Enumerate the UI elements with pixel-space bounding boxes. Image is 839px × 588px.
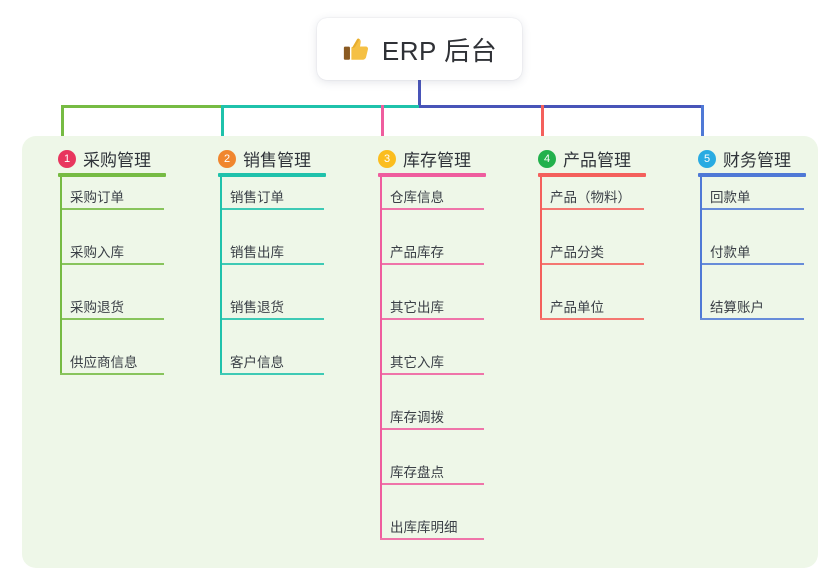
child-rule	[380, 428, 484, 430]
column-title-2: 销售管理	[243, 151, 311, 170]
child-rule	[220, 373, 324, 375]
child-rule	[60, 318, 164, 320]
child-rule	[380, 373, 484, 375]
child-item[interactable]: 客户信息	[230, 355, 284, 370]
child-rule	[60, 208, 164, 210]
column-badge-4: 4	[538, 149, 556, 168]
child-rule	[540, 208, 644, 210]
child-rule	[380, 318, 484, 320]
column-title-3: 库存管理	[403, 151, 471, 170]
child-item[interactable]: 产品单位	[550, 300, 604, 315]
thumbs-up-icon	[342, 34, 372, 64]
root-title: ERP 后台	[381, 35, 498, 66]
column-title-4: 产品管理	[563, 151, 631, 170]
child-rule	[60, 263, 164, 265]
child-rule	[700, 318, 804, 320]
bus-segment-right	[419, 105, 704, 108]
root-node[interactable]: ERP 后台	[317, 18, 522, 80]
child-item[interactable]: 回款单	[710, 190, 751, 205]
child-item[interactable]: 销售出库	[230, 245, 284, 260]
child-rule	[380, 538, 484, 540]
drop-connector-2	[221, 105, 224, 150]
column-trunk-2	[220, 175, 222, 373]
child-item[interactable]: 其它入库	[390, 355, 444, 370]
bus-segment-mid	[221, 105, 419, 108]
child-item[interactable]: 库存调拨	[390, 410, 444, 425]
child-rule	[380, 263, 484, 265]
drop-connector-3	[381, 105, 384, 150]
child-rule	[60, 373, 164, 375]
child-item[interactable]: 库存盘点	[390, 465, 444, 480]
column-header-5[interactable]: 5 财务管理	[698, 146, 791, 171]
child-rule	[220, 318, 324, 320]
child-rule	[380, 483, 484, 485]
column-trunk-3	[380, 175, 382, 538]
child-item[interactable]: 供应商信息	[70, 355, 138, 370]
child-item[interactable]: 产品库存	[390, 245, 444, 260]
child-rule	[220, 208, 324, 210]
column-badge-3: 3	[378, 149, 396, 168]
drop-connector-4	[541, 105, 544, 150]
column-rule-5	[698, 173, 806, 177]
column-badge-2: 2	[218, 149, 236, 168]
drop-connector-5	[701, 105, 704, 150]
child-item[interactable]: 付款单	[710, 245, 751, 260]
child-rule	[700, 263, 804, 265]
column-header-4[interactable]: 4 产品管理	[538, 146, 631, 171]
column-badge-5: 5	[698, 149, 716, 168]
child-item[interactable]: 产品分类	[550, 245, 604, 260]
child-item[interactable]: 采购退货	[70, 300, 124, 315]
child-item[interactable]: 出库库明细	[390, 520, 458, 535]
column-rule-2	[218, 173, 326, 177]
child-rule	[540, 263, 644, 265]
child-item[interactable]: 其它出库	[390, 300, 444, 315]
child-item[interactable]: 销售退货	[230, 300, 284, 315]
bus-segment-left	[61, 105, 221, 108]
column-header-3[interactable]: 3 库存管理	[378, 146, 471, 171]
column-trunk-5	[700, 175, 702, 318]
child-item[interactable]: 采购入库	[70, 245, 124, 260]
root-stem-connector	[418, 80, 421, 107]
column-badge-1: 1	[58, 149, 76, 168]
child-rule	[700, 208, 804, 210]
column-header-1[interactable]: 1 采购管理	[58, 146, 151, 171]
column-title-5: 财务管理	[723, 151, 791, 170]
child-item[interactable]: 采购订单	[70, 190, 124, 205]
column-rule-1	[58, 173, 166, 177]
child-rule	[540, 318, 644, 320]
child-item[interactable]: 产品（物料）	[550, 190, 631, 205]
child-rule	[220, 263, 324, 265]
column-title-1: 采购管理	[83, 151, 151, 170]
column-trunk-4	[540, 175, 542, 318]
child-item[interactable]: 结算账户	[710, 300, 764, 315]
column-header-2[interactable]: 2 销售管理	[218, 146, 311, 171]
column-trunk-1	[60, 175, 62, 373]
drop-connector-1	[61, 105, 64, 150]
child-rule	[380, 208, 484, 210]
column-rule-4	[538, 173, 646, 177]
child-item[interactable]: 仓库信息	[390, 190, 444, 205]
child-item[interactable]: 销售订单	[230, 190, 284, 205]
diagram-panel: 1 采购管理采购订单采购入库采购退货供应商信息 2 销售管理销售订单销售出库销售退货客…	[22, 136, 818, 568]
column-rule-3	[378, 173, 486, 177]
